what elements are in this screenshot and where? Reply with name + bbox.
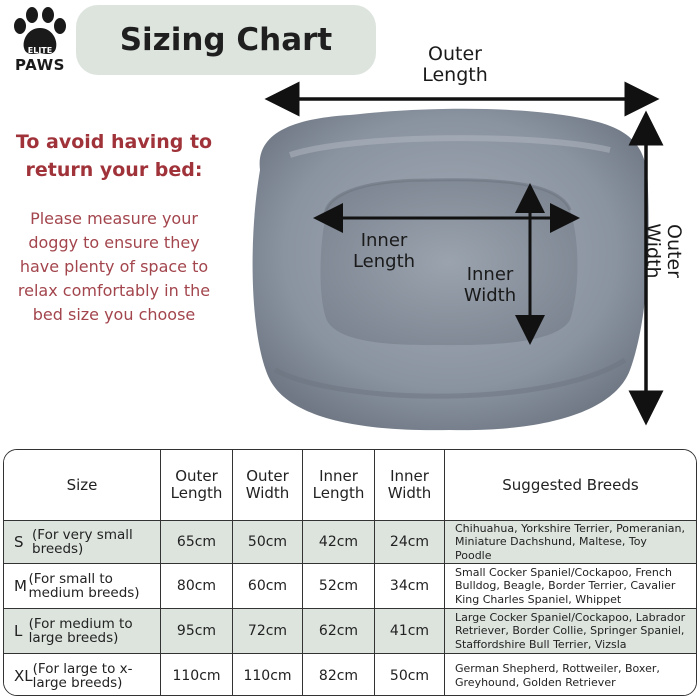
inner-length-value: 82cm (303, 654, 375, 695)
size-note: (For very small breeds) (32, 527, 133, 557)
header-size: Size (4, 450, 161, 520)
size-note: (For small to medium breeds) (28, 571, 140, 601)
header-outer-length: Outer Length (161, 450, 233, 520)
outer-length-value: 80cm (161, 564, 233, 608)
table-row: L (For medium to large breeds) 95cm 72cm… (4, 608, 696, 653)
outer-length-label: Outer Length (422, 43, 488, 86)
inner-length-value: 52cm (303, 564, 375, 608)
size-letter: L (14, 622, 23, 640)
breeds-value: Large Cocker Spaniel/Cockapoo, Labrador … (455, 610, 686, 651)
outer-width-label: Outer Width (642, 223, 685, 279)
inner-length-value: 62cm (303, 609, 375, 653)
table-row: S (For very small breeds) 65cm 50cm 42cm… (4, 520, 696, 563)
inner-width-value: 50cm (375, 654, 445, 695)
inner-width-value: 41cm (375, 609, 445, 653)
title-banner: Sizing Chart (76, 5, 376, 75)
outer-length-value: 110cm (161, 654, 233, 695)
outer-width-value: 50cm (233, 521, 303, 563)
header-inner-length: Inner Length (303, 450, 375, 520)
bed-illustration: Outer Length Inner Length Inner Width Ou… (230, 40, 700, 450)
table-header-row: Size Outer Length Outer Width Inner Leng… (4, 450, 696, 520)
size-note: (For large to x-large breeds) (32, 660, 133, 691)
paw-icon (14, 7, 66, 54)
size-note: (For medium to large breeds) (28, 616, 133, 646)
outer-width-value: 60cm (233, 564, 303, 608)
outer-width-value: 110cm (233, 654, 303, 695)
header-inner-width: Inner Width (375, 450, 445, 520)
inner-length-value: 42cm (303, 521, 375, 563)
inner-width-value: 34cm (375, 564, 445, 608)
table-row: XL (For large to x-large breeds) 110cm 1… (4, 653, 696, 695)
size-letter: XL (14, 666, 33, 685)
bed-diagram (252, 81, 664, 431)
logo-badge-text: ELITE (27, 46, 53, 55)
outer-width-value: 72cm (233, 609, 303, 653)
inner-length-label: Inner Length (352, 230, 416, 272)
breeds-value: Small Cocker Spaniel/Cockapoo, French Bu… (455, 565, 676, 606)
header-outer-width: Outer Width (233, 450, 303, 520)
size-letter: M (14, 577, 27, 595)
logo-brand-text: PAWS (15, 56, 65, 74)
warning-heading: To avoid having to return your bed: (15, 131, 213, 181)
inner-width-label: Inner Width (463, 264, 517, 306)
table-row: M (For small to medium breeds) 80cm 60cm… (4, 563, 696, 608)
size-cell: XL (For large to x-large breeds) (4, 654, 161, 695)
elite-paws-logo: ELITE PAWS (8, 6, 72, 76)
inner-width-value: 24cm (375, 521, 445, 563)
page-title: Sizing Chart (119, 22, 333, 58)
header-suggested-breeds: Suggested Breeds (502, 475, 639, 494)
breeds-value: Chihuahua, Yorkshire Terrier, Pomeranian… (455, 521, 686, 562)
size-cell: S (For very small breeds) (4, 521, 161, 563)
size-cell: L (For medium to large breeds) (4, 609, 161, 653)
breeds-value: German Shepherd, Rottweiler, Boxer, Grey… (455, 662, 660, 689)
size-letter: S (14, 533, 24, 551)
size-cell: M (For small to medium breeds) (4, 564, 161, 608)
size-table: Size Outer Length Outer Width Inner Leng… (3, 449, 697, 696)
measure-instructions: Please measure your doggy to ensure they… (17, 209, 211, 324)
outer-length-value: 65cm (161, 521, 233, 563)
outer-length-value: 95cm (161, 609, 233, 653)
